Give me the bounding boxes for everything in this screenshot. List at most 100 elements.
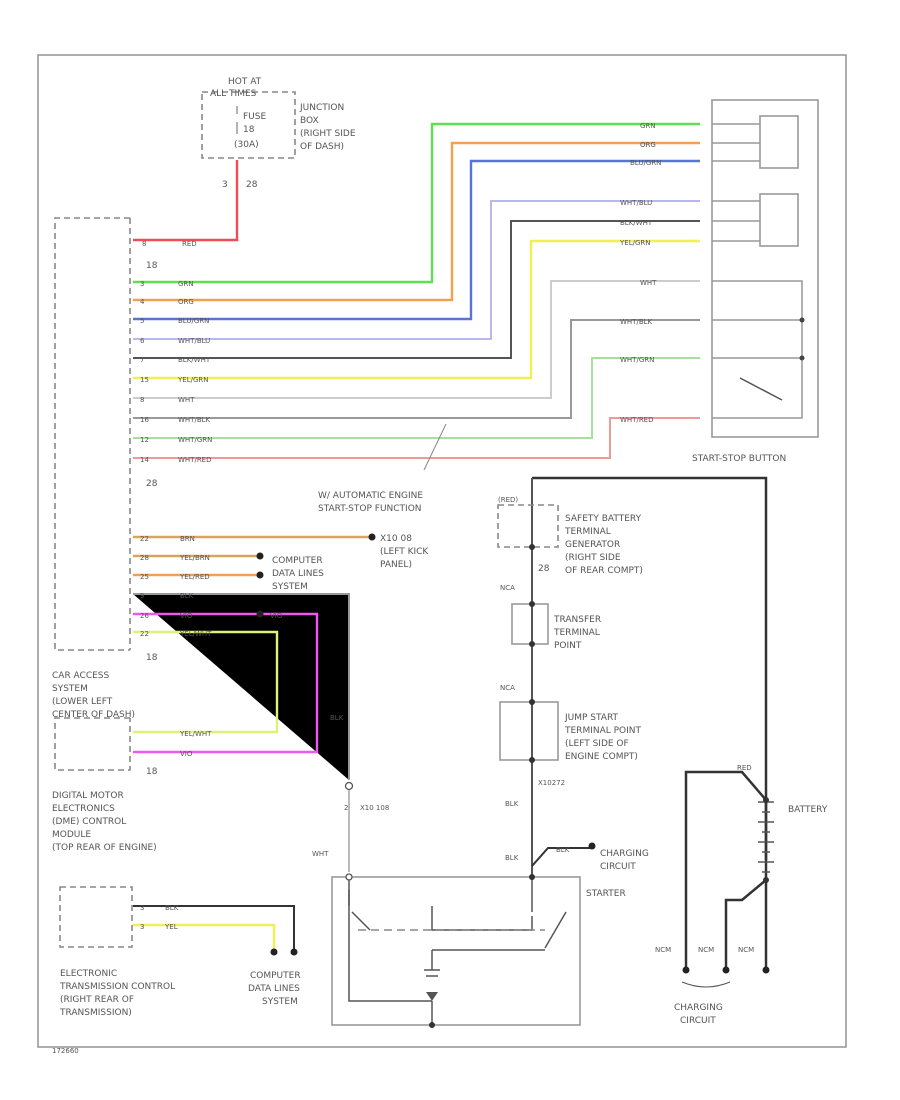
svg-text:COMPUTER: COMPUTER xyxy=(272,556,323,566)
svg-text:6: 6 xyxy=(140,337,145,345)
diagram-frame xyxy=(37,54,847,1048)
svg-text:26: 26 xyxy=(140,612,149,620)
svg-text:START-STOP BUTTON: START-STOP BUTTON xyxy=(692,454,786,464)
car-access-pin-labels: 3 GRN 4 ORG 5 BLU/GRN 6 WHT/BLU 7 BLK/WH… xyxy=(140,280,212,464)
svg-text:(RIGHT REAR OF: (RIGHT REAR OF xyxy=(60,995,134,1005)
svg-text:12: 12 xyxy=(140,436,149,444)
svg-text:COMPUTER: COMPUTER xyxy=(250,971,301,981)
svg-text:X10 108: X10 108 xyxy=(360,804,389,812)
svg-text:BATTERY: BATTERY xyxy=(788,805,828,815)
svg-text:28: 28 xyxy=(246,180,258,190)
svg-text:(LOWER LEFT: (LOWER LEFT xyxy=(52,697,113,707)
svg-text:BLK/WHT: BLK/WHT xyxy=(620,219,653,227)
svg-text:POINT: POINT xyxy=(554,641,582,651)
svg-text:ORG: ORG xyxy=(640,141,656,149)
svg-text:YEL/GRN: YEL/GRN xyxy=(177,376,208,384)
svg-text:2: 2 xyxy=(344,804,348,812)
svg-text:18: 18 xyxy=(146,767,158,777)
svg-text:8: 8 xyxy=(140,396,144,404)
svg-text:TRANSMISSION): TRANSMISSION) xyxy=(59,1008,132,1018)
wire-wht-blu xyxy=(133,200,700,340)
svg-text:YEL/RED: YEL/RED xyxy=(179,573,210,581)
svg-text:3: 3 xyxy=(140,904,144,912)
svg-text:YEL/GRN: YEL/GRN xyxy=(619,239,650,247)
svg-text:3: 3 xyxy=(140,923,144,931)
wire-wht-grn xyxy=(133,357,700,439)
svg-text:VIO: VIO xyxy=(270,612,283,620)
svg-text:STARTER: STARTER xyxy=(586,889,626,899)
svg-text:WHT: WHT xyxy=(640,279,657,287)
svg-text:TERMINAL POINT: TERMINAL POINT xyxy=(564,726,642,736)
svg-text:TERMINAL: TERMINAL xyxy=(564,527,611,537)
svg-text:PANEL): PANEL) xyxy=(380,560,412,570)
svg-text:18: 18 xyxy=(146,653,158,663)
svg-text:BLK: BLK xyxy=(180,592,194,600)
svg-text:OF DASH): OF DASH) xyxy=(300,142,344,152)
car-access-lower-wires xyxy=(133,533,376,780)
svg-text:CIRCUIT: CIRCUIT xyxy=(680,1016,716,1026)
svg-text:WHT/BLK: WHT/BLK xyxy=(178,416,211,424)
svg-text:YEL/BRN: YEL/BRN xyxy=(179,554,210,562)
transfer-point: NCA TRANSFER TERMINAL POINT xyxy=(500,584,601,651)
wire-wht-blk xyxy=(133,319,700,419)
svg-text:ENGINE COMPT): ENGINE COMPT) xyxy=(565,752,638,762)
svg-text:SAFETY BATTERY: SAFETY BATTERY xyxy=(565,514,642,524)
cdl-lower-label: COMPUTER DATA LINES SYSTEM xyxy=(248,971,301,1007)
svg-text:W/ AUTOMATIC ENGINE: W/ AUTOMATIC ENGINE xyxy=(318,491,423,501)
junction-box-label: JUNCTION BOX (RIGHT SIDE OF DASH) xyxy=(299,103,356,152)
auto-start-stop-note: W/ AUTOMATIC ENGINE START-STOP FUNCTION xyxy=(318,423,447,514)
svg-text:BLK: BLK xyxy=(165,904,179,912)
svg-text:GRN: GRN xyxy=(640,122,656,130)
svg-text:SYSTEM: SYSTEM xyxy=(272,582,308,592)
svg-text:16: 16 xyxy=(140,416,149,424)
svg-text:NCM: NCM xyxy=(655,946,671,954)
svg-text:BLK: BLK xyxy=(505,854,519,862)
svg-text:28: 28 xyxy=(140,554,149,562)
svg-text:ORG: ORG xyxy=(178,298,194,306)
svg-text:5: 5 xyxy=(140,317,144,325)
wire-wht xyxy=(133,280,700,399)
svg-text:28: 28 xyxy=(538,564,550,574)
svg-text:(LEFT SIDE OF: (LEFT SIDE OF xyxy=(565,739,629,749)
svg-text:(RIGHT SIDE: (RIGHT SIDE xyxy=(565,553,621,563)
wire-blu-grn xyxy=(133,159,700,321)
svg-text:DATA LINES: DATA LINES xyxy=(248,984,300,994)
svg-text:(TOP REAR OF ENGINE): (TOP REAR OF ENGINE) xyxy=(52,843,157,853)
svg-text:CIRCUIT: CIRCUIT xyxy=(600,862,636,872)
svg-text:14: 14 xyxy=(140,456,149,464)
svg-text:CHARGING: CHARGING xyxy=(674,1003,723,1013)
svg-text:25: 25 xyxy=(140,573,149,581)
svg-text:MODULE: MODULE xyxy=(52,830,91,840)
svg-text:SYSTEM: SYSTEM xyxy=(262,997,298,1007)
svg-text:CAR ACCESS: CAR ACCESS xyxy=(52,671,110,681)
svg-text:BOX: BOX xyxy=(300,116,319,126)
svg-text:WHT/RED: WHT/RED xyxy=(178,456,212,464)
svg-text:7: 7 xyxy=(140,356,144,364)
battery: RED BATTERY NCM NCM NCM CHARGING CIRCUIT xyxy=(655,764,828,1026)
svg-text:18: 18 xyxy=(146,261,158,271)
wire-red-feed xyxy=(133,160,239,242)
svg-text:BLK: BLK xyxy=(505,800,519,808)
svg-text:ELECTRONIC: ELECTRONIC xyxy=(60,969,117,979)
svg-text:9: 9 xyxy=(140,592,144,600)
svg-text:JUMP START: JUMP START xyxy=(564,713,619,723)
figure-id: 172660 xyxy=(52,1047,79,1055)
svg-text:TRANSFER: TRANSFER xyxy=(553,615,601,625)
svg-text:ELECTRONICS: ELECTRONICS xyxy=(52,804,115,814)
car-access-module: 8 RED 18 28 18 CAR ACCESS SYSTEM (LOWER … xyxy=(52,217,197,720)
fuse-block: HOT AT ALL TIMES FUSE 18 (30A) 3 28 xyxy=(201,77,296,190)
svg-text:BLK: BLK xyxy=(556,846,570,854)
svg-text:VIO: VIO xyxy=(180,750,193,758)
svg-text:WHT/BLU: WHT/BLU xyxy=(178,337,210,345)
svg-text:RED: RED xyxy=(182,240,197,248)
svg-text:(DME) CONTROL: (DME) CONTROL xyxy=(52,817,126,827)
svg-text:(RED): (RED) xyxy=(498,496,518,504)
svg-text:SYSTEM: SYSTEM xyxy=(52,684,88,694)
wire-wht-red xyxy=(133,417,700,459)
svg-text:NCM: NCM xyxy=(698,946,714,954)
wire-blk-wht xyxy=(133,220,700,359)
svg-text:BLK: BLK xyxy=(330,714,344,722)
svg-text:BLU/GRN: BLU/GRN xyxy=(178,317,209,325)
svg-text:GRN: GRN xyxy=(178,280,194,288)
